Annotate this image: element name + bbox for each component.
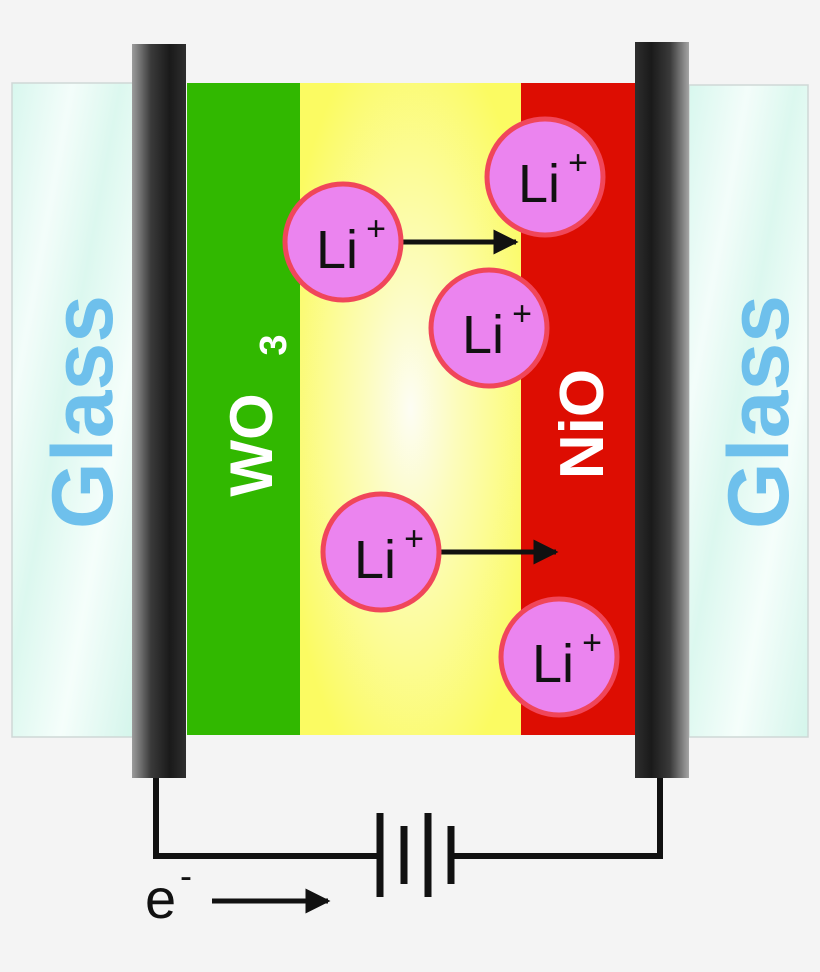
ion-symbol: Li bbox=[532, 634, 574, 694]
glass-pane-right bbox=[688, 84, 809, 738]
circuit-wire bbox=[153, 778, 663, 859]
ion-symbol: Li bbox=[462, 305, 504, 365]
nio-label: NiO bbox=[548, 369, 617, 479]
lithium-ion: Li + bbox=[320, 491, 442, 613]
ion-charge: + bbox=[568, 144, 588, 182]
ion-charge: + bbox=[582, 624, 602, 662]
ion-charge: + bbox=[404, 520, 424, 558]
electron-symbol: e bbox=[145, 867, 176, 930]
electron-charge: - bbox=[180, 855, 192, 896]
ion-symbol: Li bbox=[518, 154, 560, 214]
lithium-ion: Li + bbox=[498, 596, 620, 718]
lithium-ion: Li + bbox=[282, 181, 404, 303]
wo3-layer bbox=[187, 83, 300, 735]
battery-icon bbox=[376, 813, 455, 897]
ion-symbol: Li bbox=[316, 220, 358, 280]
glass-label-right: Glass bbox=[711, 295, 807, 529]
lithium-ion: Li + bbox=[484, 116, 606, 238]
electrode-right bbox=[635, 42, 689, 778]
ion-charge: + bbox=[512, 295, 532, 333]
glass-label-left: Glass bbox=[35, 295, 131, 529]
glass-pane-left bbox=[11, 82, 134, 738]
ion-symbol: Li bbox=[354, 530, 396, 590]
lithium-ion: Li + bbox=[428, 267, 550, 389]
electrode-left bbox=[132, 44, 186, 778]
wo3-label: WO bbox=[218, 393, 285, 496]
wo3-subscript: 3 bbox=[253, 334, 295, 355]
ion-charge: + bbox=[366, 210, 386, 248]
